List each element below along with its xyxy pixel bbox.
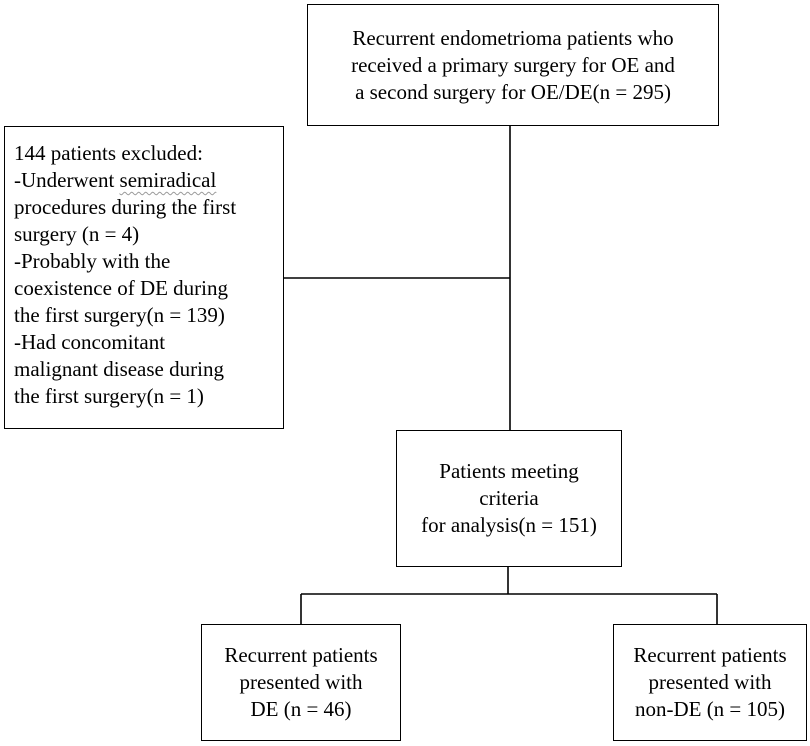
exclusion-line-3: procedures during the first: [14, 195, 237, 219]
exclusion-line-2: -Underwent semiradical: [14, 167, 283, 194]
exclusion-line-8: -Had concomitant: [14, 330, 166, 354]
analysis-line-3: for analysis(n = 151): [421, 513, 597, 537]
de-line-1: Recurrent patients: [224, 643, 378, 667]
de-line-2: presented with: [239, 670, 363, 694]
exclusion-line-7: the first surgery(n = 139): [14, 303, 225, 327]
semiradical-spellcheck-word: semiradical: [119, 168, 217, 192]
top-box-line-2: received a primary surgery for OE and: [351, 52, 675, 77]
de-line-3: DE (n = 46): [250, 697, 352, 721]
exclusion-line-6: coexistence of DE during: [14, 276, 229, 300]
analysis-criteria-box: Patients meeting criteria for analysis(n…: [396, 430, 622, 567]
analysis-line-1: Patients meeting: [439, 459, 579, 483]
top-box-line-3: a second surgery for OE/DE(n = 295): [355, 79, 671, 104]
exclusion-line-9: malignant disease during: [14, 357, 224, 381]
exclusion-line-2-prefix: -Underwent: [14, 168, 120, 192]
exclusion-line-10: the first surgery(n = 1): [14, 384, 204, 408]
nonde-line-1: Recurrent patients: [633, 643, 787, 667]
nonde-line-3: non-DE (n = 105): [634, 697, 786, 721]
exclusion-line-1: 144 patients excluded:: [14, 141, 203, 165]
exclusion-line-4: surgery (n = 4): [14, 222, 140, 246]
non-de-patients-box: Recurrent patients presented with non-DE…: [613, 624, 807, 741]
recurrent-endometrioma-box: Recurrent endometrioma patients who rece…: [307, 4, 719, 126]
analysis-line-2: criteria: [479, 486, 539, 510]
exclusion-box: 144 patients excluded: -Underwent semira…: [4, 126, 284, 429]
de-patients-box: Recurrent patients presented with DE (n …: [201, 624, 401, 741]
top-box-line-1: Recurrent endometrioma patients who: [352, 25, 674, 50]
nonde-line-2: presented with: [648, 670, 772, 694]
exclusion-line-5: -Probably with the: [14, 249, 171, 273]
